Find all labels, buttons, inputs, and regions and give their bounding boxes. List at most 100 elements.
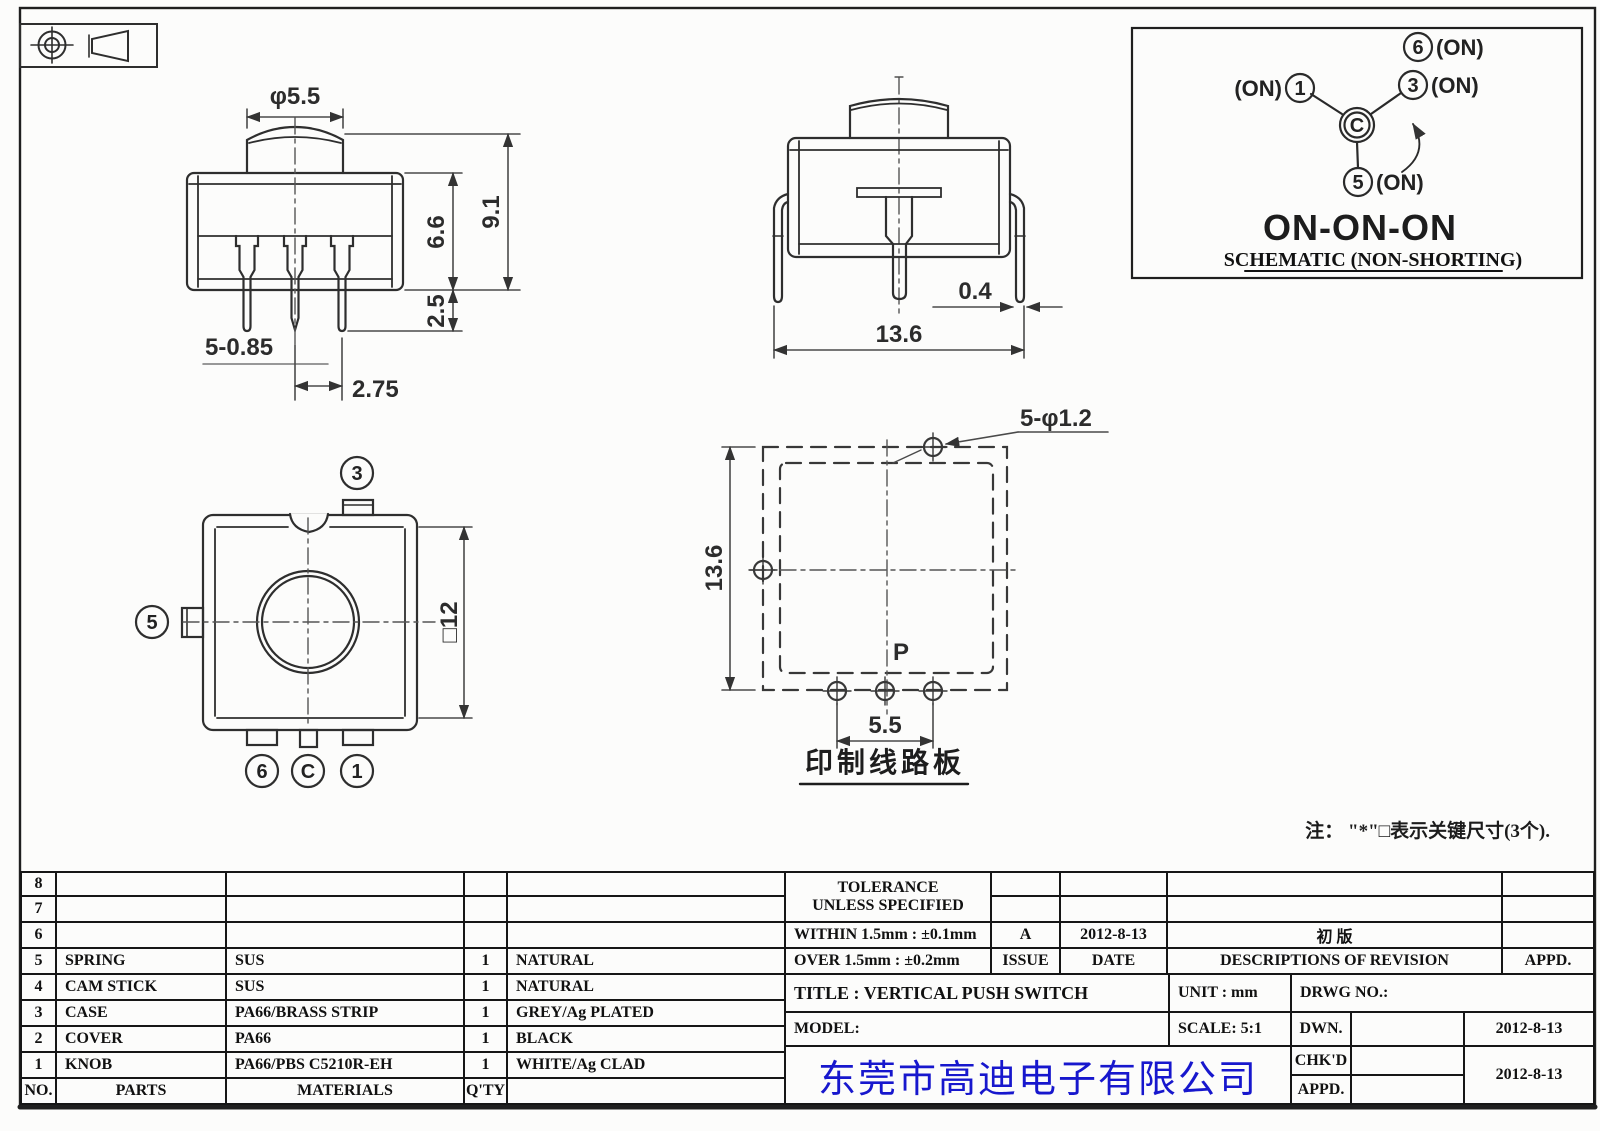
revision-empty-cell <box>1503 871 1595 897</box>
revision-empty-cell <box>1061 871 1168 897</box>
parts-row-finish <box>508 923 786 949</box>
tolerance-header: TOLERANCE UNLESS SPECIFIED <box>786 871 992 923</box>
pcb-point-label: P <box>893 639 909 666</box>
drawing-title: TITLE : VERTICAL PUSH SWITCH <box>786 975 1170 1013</box>
tolerance-line1: TOLERANCE <box>837 879 939 896</box>
appd-signature-cell <box>1352 1076 1465 1105</box>
parts-row-materials <box>227 897 465 923</box>
projection-symbol <box>19 23 158 68</box>
revision-description: 初 版 <box>1168 923 1503 949</box>
schematic-on-5: (ON) <box>1376 170 1424 195</box>
parts-row-parts: COVER <box>57 1027 227 1053</box>
parts-row-parts: SPRING <box>57 949 227 975</box>
parts-row-materials: PA66 <box>227 1027 465 1053</box>
parts-header-finish <box>508 1079 786 1105</box>
parts-row-finish: BLACK <box>508 1027 786 1053</box>
schematic-pin-1: 1 <box>1294 78 1305 100</box>
parts-row-qty <box>465 923 508 949</box>
issue-value: A <box>992 923 1061 949</box>
dim-lead-pitch: 2.75 <box>352 376 399 403</box>
scale-label: SCALE: 5:1 <box>1170 1013 1292 1047</box>
sheet-frame <box>17 6 1598 1110</box>
dim-span: 13.6 <box>876 321 923 348</box>
tolerance-line2: UNLESS SPECIFIED <box>812 897 964 914</box>
parts-row-materials: PA66/BRASS STRIP <box>227 1001 465 1027</box>
bottom-view: 3 5 6 C 1 <box>134 455 436 789</box>
parts-row-qty: 1 <box>465 975 508 1001</box>
parts-row-finish: WHITE/Ag CLAD <box>508 1053 786 1079</box>
parts-row-materials: SUS <box>227 975 465 1001</box>
schematic-on-3: (ON) <box>1431 73 1479 98</box>
parts-row-parts: CASE <box>57 1001 227 1027</box>
schematic-function: ON-ON-ON <box>1263 207 1457 248</box>
schematic-on-6: (ON) <box>1436 35 1484 60</box>
front-view <box>185 117 405 345</box>
parts-row-qty: 1 <box>465 1027 508 1053</box>
parts-row-finish <box>508 871 786 897</box>
terminal-c-label: C <box>301 761 315 783</box>
parts-row-qty: 1 <box>465 1001 508 1027</box>
revision-empty-cell <box>1061 897 1168 923</box>
dim-leg-width: 0.4 <box>958 278 992 305</box>
issue-date: 2012-8-13 <box>1061 923 1168 949</box>
schematic-caption: SCHEMATIC (NON-SHORTING) <box>1224 249 1522 271</box>
revision-label: DESCRIPTIONS OF REVISION <box>1168 949 1503 975</box>
chkd-date: 2012-8-13 <box>1465 1047 1595 1105</box>
parts-row-qty <box>465 871 508 897</box>
side-view-dimensions: 0.4 13.6 <box>772 278 1063 359</box>
front-view-dimensions: φ5.5 6.6 9.1 2.5 5-0.85 2.75 <box>202 83 521 403</box>
terminal-5-label: 5 <box>146 612 157 634</box>
dwn-signature-cell <box>1352 1013 1465 1047</box>
parts-row-no: 7 <box>20 897 57 923</box>
parts-row-materials: SUS <box>227 949 465 975</box>
terminal-3-label: 3 <box>351 463 362 485</box>
schematic-on-1: (ON) <box>1234 76 1282 101</box>
parts-row-parts <box>57 897 227 923</box>
appd-label: APPD. <box>1292 1076 1352 1105</box>
parts-row-no: 5 <box>20 949 57 975</box>
dim-pcb-holes: 5-φ1.2 <box>1020 405 1092 432</box>
parts-row-qty: 1 <box>465 1053 508 1079</box>
schematic: 1 3 6 5 C (ON) (ON) (ON) (ON) ON-ON-ON S… <box>1224 31 1522 272</box>
bottom-view-dimensions: □12 <box>418 525 473 720</box>
parts-row-finish: NATURAL <box>508 975 786 1001</box>
cone-symbol-icon <box>91 29 129 63</box>
pcb-view-dimensions: 13.6 5.5 5-φ1.2 印制线路板 <box>701 405 1109 786</box>
parts-row-finish: GREY/Ag PLATED <box>508 1001 786 1027</box>
company-name: 东莞市高迪电子有限公司 <box>786 1047 1292 1105</box>
date-label: DATE <box>1061 949 1168 975</box>
revision-empty-cell <box>992 871 1061 897</box>
drwg-no-label: DRWG NO.: <box>1292 975 1595 1013</box>
revision-empty-cell <box>992 897 1061 923</box>
schematic-box <box>1130 26 1584 280</box>
dwn-date: 2012-8-13 <box>1465 1013 1595 1047</box>
parts-row-finish <box>508 897 786 923</box>
parts-row-no: 1 <box>20 1053 57 1079</box>
issue-label: ISSUE <box>992 949 1061 975</box>
dim-pcb-height: 13.6 <box>701 545 728 592</box>
dim-pcb-pitch: 5.5 <box>868 712 901 739</box>
revision-empty-cell <box>1168 871 1503 897</box>
parts-header-no: NO. <box>20 1079 57 1105</box>
dim-body-height: 6.6 <box>423 215 450 248</box>
parts-row-no: 3 <box>20 1001 57 1027</box>
revision-appd-empty <box>1503 923 1595 949</box>
parts-row-parts: KNOB <box>57 1053 227 1079</box>
terminal-6-label: 6 <box>256 761 267 783</box>
dim-total-height: 9.1 <box>478 195 505 228</box>
parts-row-qty: 1 <box>465 949 508 975</box>
side-view <box>772 76 1026 319</box>
dim-lead-width: 5-0.85 <box>205 334 273 361</box>
dim-body-square: □12 <box>436 601 463 642</box>
parts-header-qty: Q'TY <box>465 1079 508 1105</box>
revision-empty-cell <box>1168 897 1503 923</box>
parts-row-no: 4 <box>20 975 57 1001</box>
schematic-pin-6: 6 <box>1412 37 1423 59</box>
pcb-caption: 印制线路板 <box>805 747 965 779</box>
parts-row-parts <box>57 871 227 897</box>
parts-row-parts: CAM STICK <box>57 975 227 1001</box>
parts-row-finish: NATURAL <box>508 949 786 975</box>
revision-empty-cell <box>1503 897 1595 923</box>
parts-row-materials <box>227 923 465 949</box>
